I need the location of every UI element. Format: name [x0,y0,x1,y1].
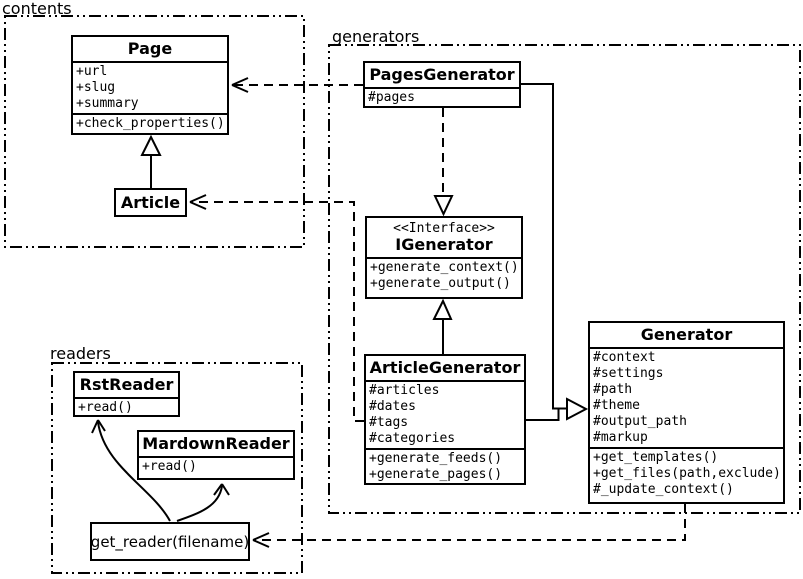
readers-package-border [51,362,303,574]
method-row: +generate_context() [370,260,519,275]
package-label-generators: generators [332,27,420,46]
method-row: +generate_pages() [369,467,503,482]
call-curve-getreader-mardownreader [176,485,223,522]
attribute-row: #tags [369,415,409,430]
class-methods-igenerator: +generate_context()+generate_output() [367,257,521,293]
inheritance-line-pagesgenerator-generator [521,83,567,410]
package-label-readers: readers [50,344,111,363]
class-title-article: Article [120,192,181,212]
dependency-line-generator-getreader [253,504,686,541]
dependency-line-articlegenerator-article [190,201,364,422]
class-title-rstreader: RstReader [79,375,174,394]
class-methods-articlegenerator: +generate_feeds()+generate_pages() [366,448,524,483]
attribute-row: +url [76,64,108,79]
call-arrowhead-rstreader [91,419,106,434]
attribute-row: #context [593,350,656,365]
class-box-rstreader: RstReader +read() [73,371,180,417]
method-row: +read() [78,400,133,415]
attribute-row: #markup [593,430,648,445]
method-row: +get_files(path,exclude) [593,466,781,481]
class-title-igenerator: <<Interface>> IGenerator [367,218,521,257]
class-methods-page: +check_properties() [73,113,227,133]
attribute-row: +slug [76,80,116,95]
dependency-arrowhead-getreader [252,532,270,548]
attribute-row: #path [593,382,633,397]
class-title-mardownreader: MardownReader [142,434,290,453]
attribute-row: #theme [593,398,640,413]
call-curve-getreader-rstreader [97,421,171,522]
attribute-row: #output_path [593,414,687,429]
dependency-arrowhead-page [231,77,249,93]
class-title-generator: Generator [640,325,733,344]
generators-package-border [328,44,801,514]
class-attributes-articlegenerator: #articles#dates#tags#categories [366,380,524,448]
package-label-contents: contents [2,0,72,18]
class-title-pagesgenerator: PagesGenerator [369,65,515,84]
method-row: +check_properties() [76,116,225,131]
method-row: +read() [142,459,197,474]
method-row: +generate_output() [370,276,511,291]
class-methods-rstreader: +read() [75,397,178,415]
class-box-articlegenerator: ArticleGenerator #articles#dates#tags#ca… [364,354,526,485]
class-box-pagesgenerator: PagesGenerator #pages [363,61,521,108]
class-attributes-generator: #context#settings#path#theme#output_path… [590,347,783,447]
attribute-row: #pages [368,90,415,105]
attribute-row: #articles [369,383,440,398]
class-stereotype-igenerator: <<Interface>> [393,221,495,236]
function-box-get-reader: get_reader(filename) [90,522,250,561]
class-attributes-page: +url+slug+summary [73,61,227,113]
dependency-arrowhead-article [189,194,207,210]
realization-triangle-pagesgenerator-igenerator [433,195,454,217]
class-box-article: Article [114,188,187,217]
contents-package-border [4,15,305,248]
class-title-articlegenerator: ArticleGenerator [369,358,521,377]
attribute-row: #categories [369,431,456,446]
attribute-row: #dates [369,399,416,414]
inheritance-line-articlegenerator-generator [526,407,567,421]
class-methods-mardownreader: +read() [139,456,293,476]
attribute-row: +summary [76,96,139,111]
attribute-row: #settings [593,366,664,381]
class-box-mardownreader: MardownReader +read() [137,430,295,480]
class-box-igenerator: <<Interface>> IGenerator +generate_conte… [365,216,523,299]
class-methods-generator: +get_templates()+get_files(path,exclude)… [590,447,783,499]
method-row: +get_templates() [593,450,719,465]
inheritance-triangle-article-page [140,134,162,156]
class-title-text-igenerator: IGenerator [395,235,493,254]
class-box-page: Page +url+slug+summary +check_properties… [71,35,229,135]
call-arrowhead-mardownreader [213,483,230,496]
inheritance-triangle-generator [566,397,589,421]
class-attributes-pagesgenerator: #pages [365,87,519,106]
class-title-page: Page [127,39,173,58]
method-row: +generate_feeds() [369,451,503,466]
class-box-generator: Generator #context#settings#path#theme#o… [588,321,785,504]
realization-triangle-articlegenerator-igenerator [432,298,453,320]
method-row: #_update_context() [593,482,734,497]
function-label-get-reader: get_reader(filename) [90,532,250,551]
